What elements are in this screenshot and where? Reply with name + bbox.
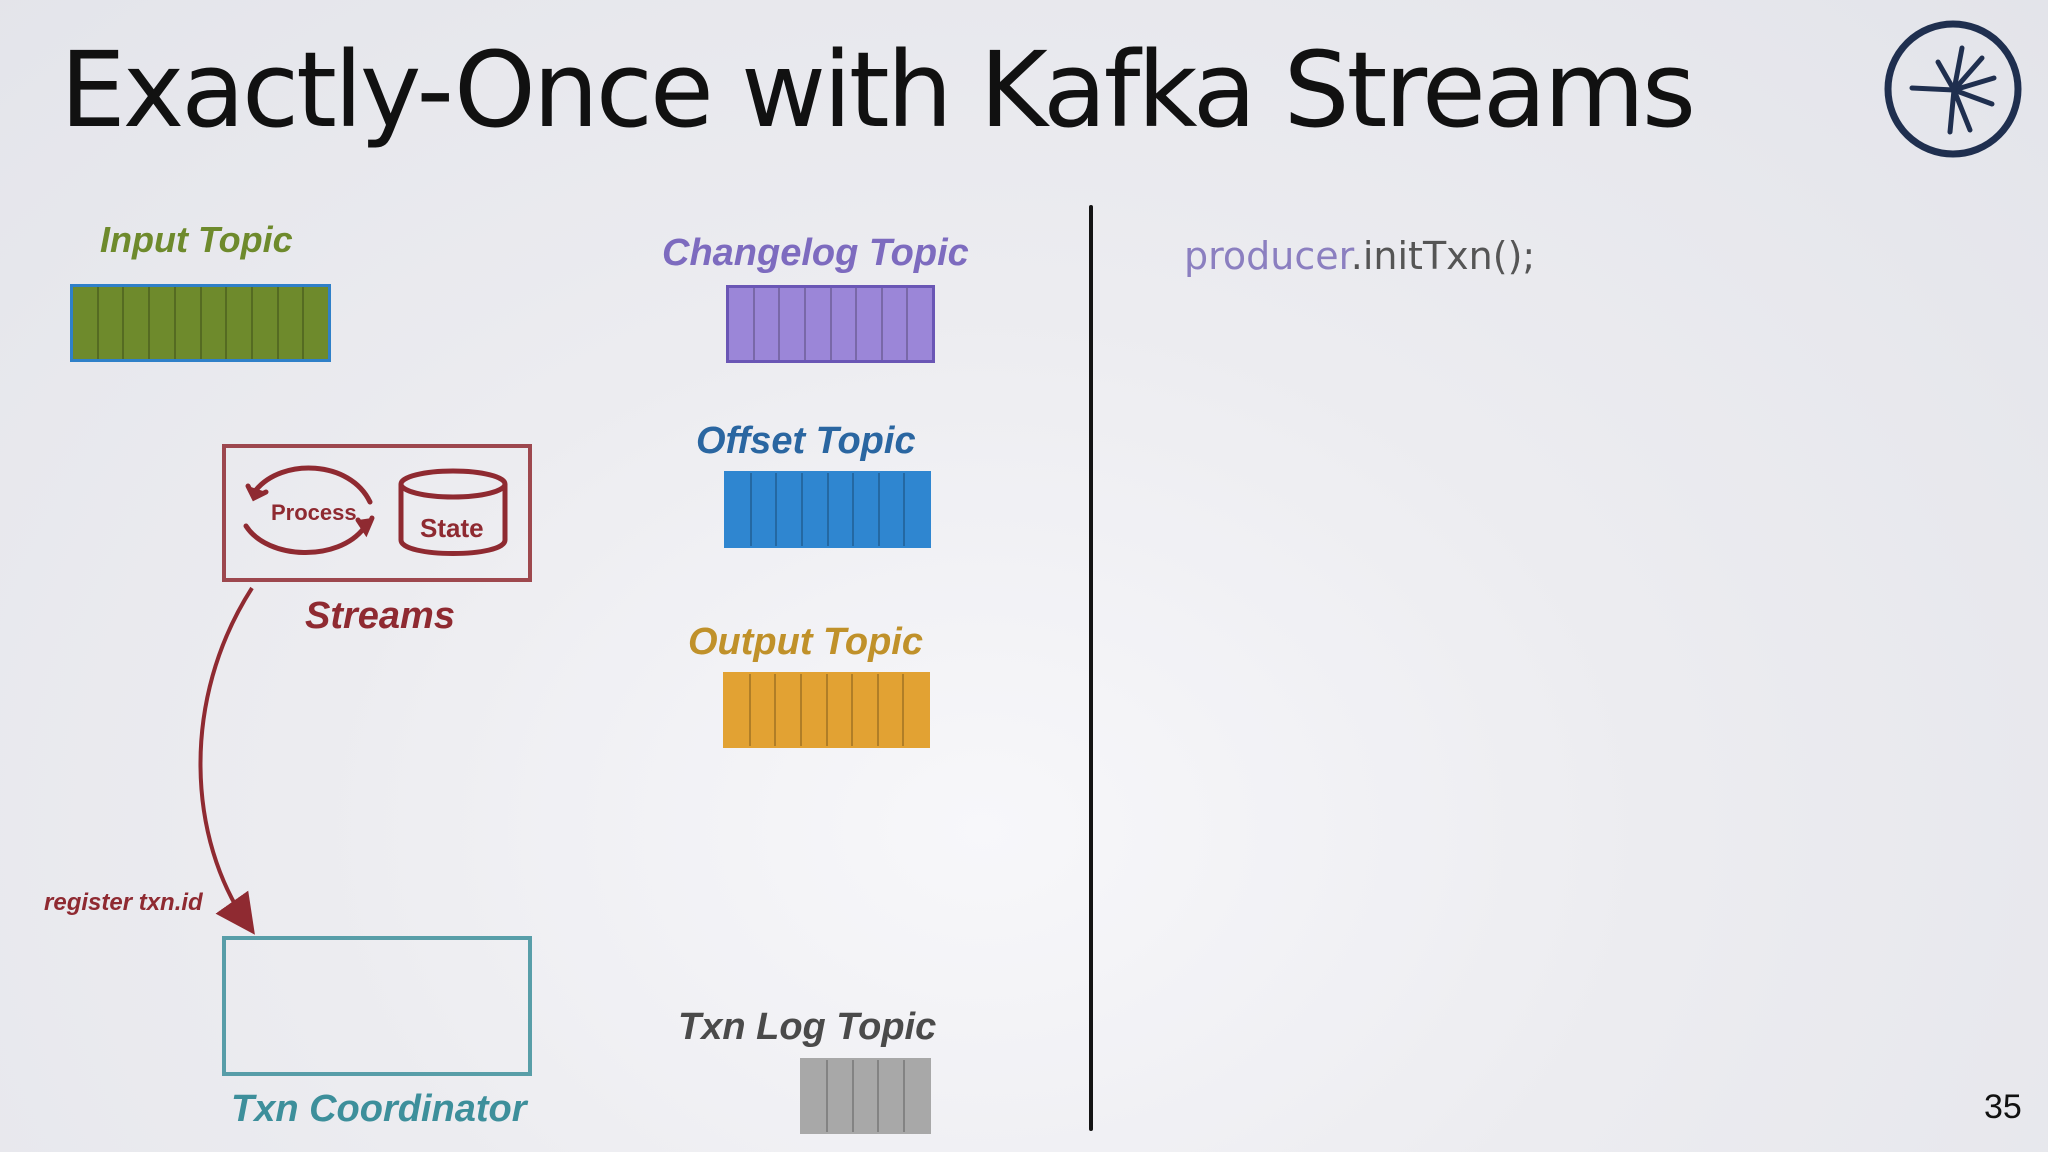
topic-partition (202, 287, 228, 359)
txn-log-topic-label: Txn Log Topic (678, 1006, 937, 1048)
vertical-divider (1089, 205, 1093, 1131)
topic-partition (857, 288, 883, 360)
output-topic-label: Output Topic (688, 621, 923, 663)
code-method: .initTxn(); (1350, 234, 1536, 278)
topic-partition (776, 674, 802, 746)
register-txn-id-label: register txn.id (44, 889, 203, 916)
changelog-topic-partitions (726, 285, 935, 363)
topic-partition (806, 288, 832, 360)
topic-partition (802, 1060, 828, 1132)
topic-partition (304, 287, 328, 359)
topic-partition (99, 287, 125, 359)
topic-partition (752, 473, 778, 546)
topic-partition (879, 1060, 906, 1132)
input-topic-partitions (70, 284, 331, 362)
page-number: 35 (1984, 1088, 2022, 1126)
slide-title: Exactly-Once with Kafka Streams (60, 29, 1696, 151)
streams-box (222, 444, 532, 582)
topic-partition (883, 288, 909, 360)
streams-label: Streams (305, 595, 455, 637)
topic-partition (253, 287, 279, 359)
topic-partition (908, 288, 932, 360)
topic-partition (828, 1060, 854, 1132)
topic-partition (124, 287, 151, 359)
topic-partition (829, 473, 855, 546)
txn-coordinator-label: Txn Coordinator (231, 1088, 527, 1130)
topic-partition (777, 473, 803, 546)
code-object: producer (1184, 234, 1351, 278)
state-label: State (420, 513, 484, 543)
topic-partition (854, 1060, 880, 1132)
offset-topic-partitions (724, 471, 931, 548)
topic-partition (879, 674, 905, 746)
input-topic-label: Input Topic (100, 219, 293, 260)
topic-partition (905, 473, 929, 546)
changelog-topic-label: Changelog Topic (662, 232, 969, 274)
process-label: Process (271, 500, 357, 525)
topic-partition (755, 288, 781, 360)
topic-partition (904, 674, 928, 746)
topic-partition (279, 287, 305, 359)
topic-partition (751, 674, 777, 746)
topic-partition (803, 473, 829, 546)
txn-log-topic-partitions (800, 1058, 931, 1134)
register-arrow (198, 586, 255, 935)
topic-partition (854, 473, 880, 546)
topic-partition (880, 473, 906, 546)
topic-partition (853, 674, 879, 746)
topic-partition (227, 287, 253, 359)
topic-partition (828, 674, 854, 746)
topic-partition (780, 288, 806, 360)
confluent-logo-icon (1884, 20, 2022, 158)
code-line: producer.initTxn(); (1184, 228, 1535, 284)
topic-partition (832, 288, 858, 360)
topic-partition (726, 473, 752, 546)
topic-partition (802, 674, 828, 746)
topic-partition (725, 674, 751, 746)
topic-partition (729, 288, 755, 360)
txn-coordinator-box (222, 936, 532, 1076)
output-topic-partitions (723, 672, 930, 748)
topic-partition (905, 1060, 929, 1132)
topic-partition (176, 287, 202, 359)
offset-topic-label: Offset Topic (696, 420, 916, 462)
topic-partition (73, 287, 99, 359)
topic-partition (150, 287, 176, 359)
